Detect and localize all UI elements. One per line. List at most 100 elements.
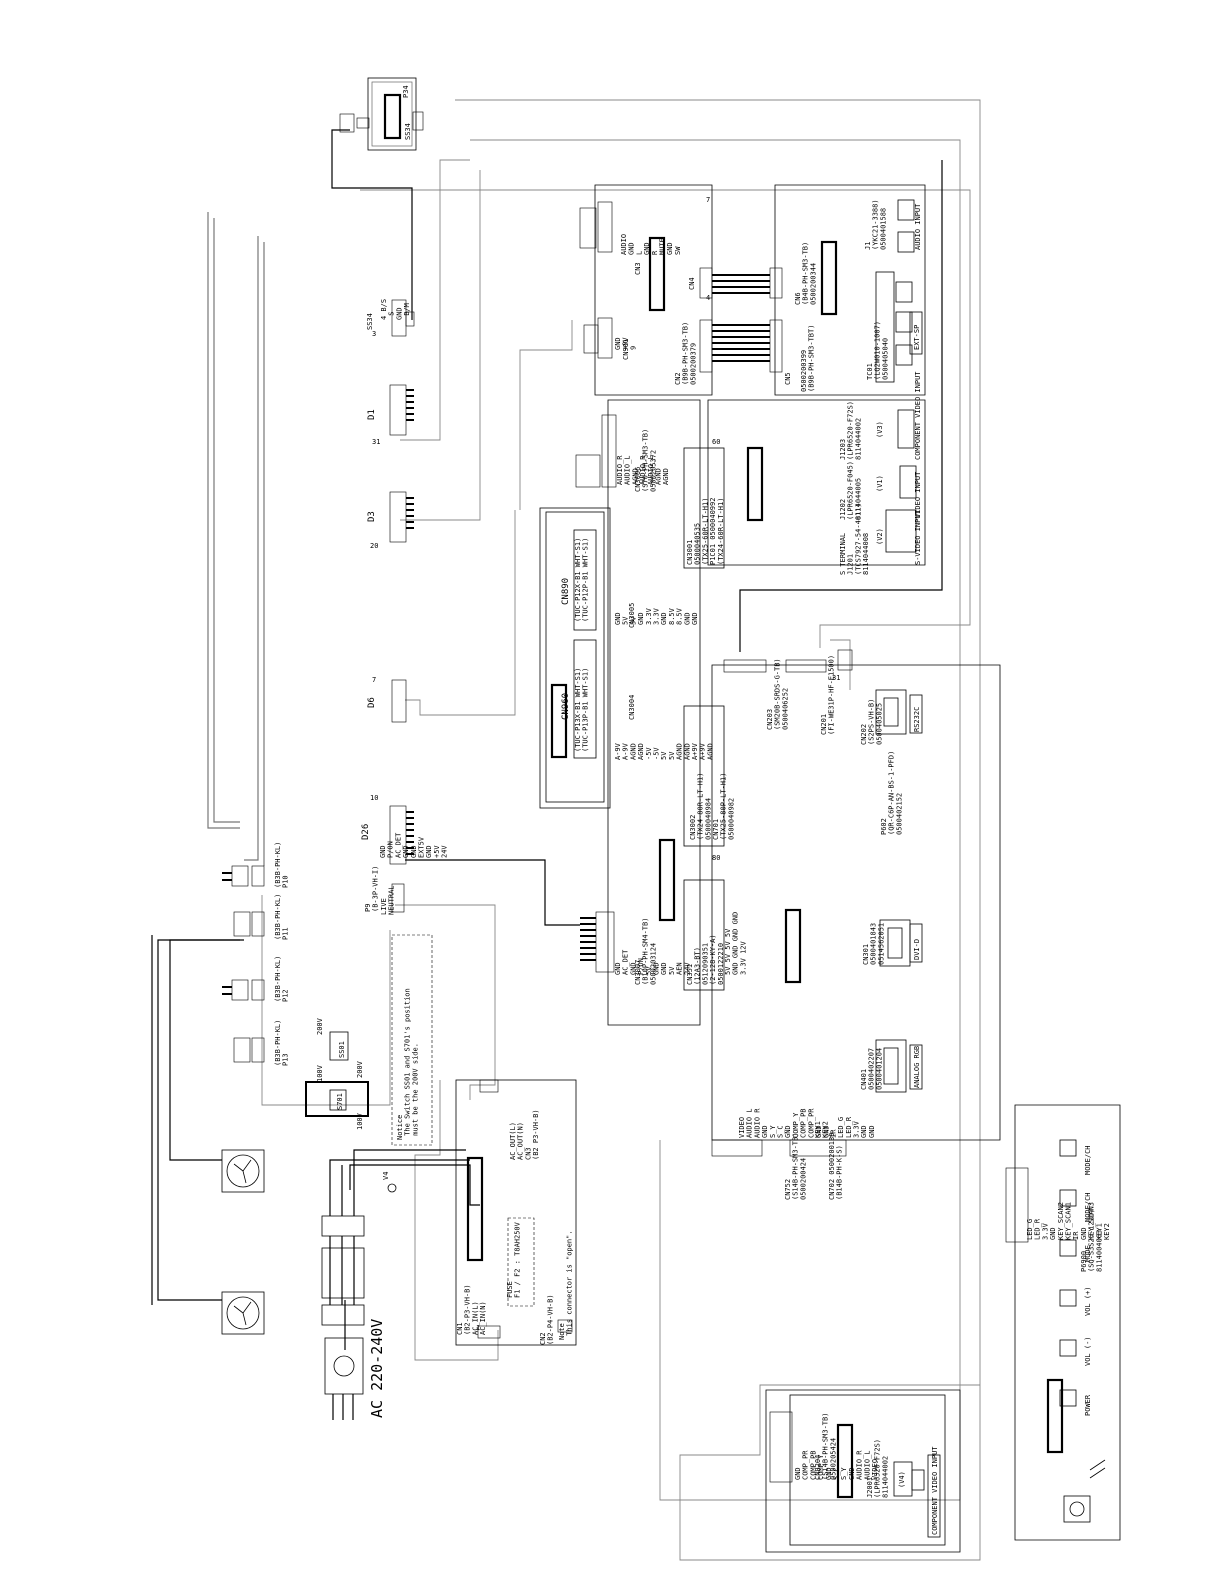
cn890-pins: (TUC-P12X-B1 WHT-S1)(TUC-P12P-B1 WHT-S1) <box>574 538 590 622</box>
mode-ch-button <box>1059 1139 1077 1157</box>
j1203-label: J1203(LPR6520-F72S)8114044002 <box>839 401 862 460</box>
p11-label: (B3B-PH-KL)P11 <box>274 894 290 940</box>
btn-vol-up-label: VOL (+) <box>1084 1286 1092 1316</box>
power-supply-board: AC_OUT(L)AC_OUT(N)CN3(B2 P3-VH-B) CN1(B2… <box>455 1079 577 1346</box>
cn3007-label: CN3007(B10P-PH-SM4-TB)0500203124 <box>634 918 657 985</box>
cn3001-label: CN30010500040535(TX25-60R-LT-H1)P1C01 05… <box>686 498 725 565</box>
d3-label: D3 <box>367 511 377 522</box>
p12-label: (B3B-PH-KL)P12 <box>274 956 290 1002</box>
cn351-label: CN351(12A3-BT)0512090351(2-128-KY-A)0500… <box>686 934 725 985</box>
dvi-label: DVI-D <box>913 939 921 960</box>
amplifier-board: CN5 CN6(B4B-PH-SM3-TB)0500200344 0500200… <box>769 184 926 396</box>
v100-label: 100V <box>316 1064 324 1082</box>
v4-label: V4 <box>382 1172 390 1180</box>
tc01-label: TC01(LQ2W010-1007)0500405040 <box>866 321 889 380</box>
p34-module: P34 SS34 <box>339 77 424 151</box>
main-board <box>658 664 1001 1141</box>
j1-label: J1(YKC21-3388)0500401588 <box>864 199 887 250</box>
cn3007-pins: GNDAC_DETGNDP/ON5VGNDGND5VAEN24V <box>614 949 691 975</box>
s-terminal-label: S TERMINALJ1201(TCS7927-54-4011)81140440… <box>839 503 870 575</box>
cn202-label: CN202(S2PS-VH-B)0500405025 <box>860 699 883 745</box>
p9-pins: LIVENEUTRAL <box>380 885 396 915</box>
component-input-board: GNDCOMP_PRCOMP_PBCOMP_YGNDS_CS_YGNDAUDIO… <box>765 1389 961 1553</box>
ss34-label: SS34 <box>366 313 374 330</box>
p-connectors: (B3B-PH-KL)P10 (B3B-PH-KL)P11 (B3B-PH-KL… <box>222 842 290 1066</box>
pin-7-label: 7 <box>372 676 376 684</box>
pin-7b-label: 7 <box>706 196 710 204</box>
pin-4b-label: 4 <box>706 294 710 302</box>
cn2-ps-label: CN2(B2-P4-VH-B) <box>539 1294 555 1345</box>
d1-label: D1 <box>367 409 377 420</box>
cn202-connector: CN202(S2PS-VH-B)0500405025 RS232C P602(Q… <box>860 689 923 835</box>
p9-connector: P9(B-3P-VH-I) LIVENEUTRAL <box>364 866 405 915</box>
vol-down-button <box>1059 1339 1077 1357</box>
cn960-pins: (TUC-P13X-B1 WHT-S1)(TUC-P13P-B1 WHT-S1) <box>574 668 590 752</box>
fan-icon <box>226 1154 260 1188</box>
cn4-label: CN4 <box>688 277 696 290</box>
mode-button-2 <box>1059 1189 1077 1207</box>
pin-3-label: 3 <box>372 330 376 338</box>
cn9204-label: CN9204(S14B-PH-SM3-TB)0500205424 <box>814 1413 837 1480</box>
pin-1-ps: 1 <box>476 1324 480 1332</box>
ss34-box-label: SS34 <box>404 123 412 140</box>
cn901-label: CN901 <box>622 339 630 360</box>
cn1-label: CN1(B2-P3-VH-B)AC_IN(L)AC_IN(N) <box>456 1284 487 1335</box>
d26-pins: GNDP/ONAC_DETGNDGNDEXT5VGND+5V24V <box>379 832 449 858</box>
cn301-connector: CN30105004018430514562051 DVI-D <box>862 919 923 967</box>
cn2-audio-label: CN2(B9B-PH-SM3-TB)0500200379 <box>674 322 697 385</box>
cn6-label: CN6(B4B-PH-SM3-TB)0500200344 <box>794 242 817 305</box>
cn2-note: Note This connector is "open". <box>558 1230 574 1340</box>
cn3005-pins: GND5V5VGND3.3V3.3VGND8.5V8.5VGNDGND <box>614 607 699 625</box>
cn901-pins: GND+9V9 <box>614 337 637 350</box>
analog-rgb-label: ANALOG RGB <box>913 1046 921 1088</box>
cn960-label: CN960 <box>561 693 571 720</box>
s-video-label: S-VIDEO INPUT <box>914 509 922 565</box>
grey-wire-group <box>207 99 981 1561</box>
j1202-label: J1202(LPR6520-F045)8114044005 <box>839 461 862 520</box>
audio-input-label: AUDIO INPUT <box>914 203 922 250</box>
component-video2-label: COMPONENT VIDEO INPUT <box>931 1446 939 1535</box>
cn3-ps-label: AC_OUT(L)AC_OUT(N)CN3(B2 P3-VH-B) <box>509 1109 540 1160</box>
ground-icon <box>387 1183 397 1193</box>
cn752-label: CN752(S14B-PH-SM3-TB)0500200424 <box>784 1133 807 1200</box>
ss01-label: SS01 <box>338 1041 346 1058</box>
p9-label: P9(B-3P-VH-I) <box>364 866 380 912</box>
cn701-label: CN701(TX25-80P-LT-H1)0500040982 <box>712 773 735 840</box>
p13-label: (B3B-PH-KL)P13 <box>274 1020 290 1066</box>
cn702-pins: KEY1KEY2IRLED_GLED_R3.3VGNDGND <box>814 1116 876 1138</box>
rs232-label: RS232C <box>913 707 921 732</box>
v2-label: (V2) <box>876 528 884 545</box>
pin-10-label: 10 <box>370 794 378 802</box>
input-terminal-board: J1203(LPR6520-F72S)8114044002 COMPONENT … <box>707 371 926 575</box>
p6900-label: P6900(SQ-S3S25-1210)8114004063 <box>1080 1209 1103 1272</box>
tuner-board: (TUC-P12X-B1 WHT-S1)(TUC-P12P-B1 WHT-S1)… <box>539 507 714 809</box>
p34-label: P34 <box>402 85 410 98</box>
cn3002-label: CN3002(TX24-80R-LT-H1)0500040984 <box>689 773 712 840</box>
video-input-label: VIDEO INPUT <box>914 471 922 518</box>
v4b-label: (V4) <box>898 1471 906 1488</box>
led-icon <box>1089 1459 1106 1479</box>
cn3005-label: CN3005 <box>628 603 636 628</box>
cn351-pins: 5V 5V 5V 5VGND GND GND GND3.3V 12V <box>724 912 747 975</box>
v200-label: 200V <box>316 1017 324 1035</box>
pin-31-label: 31 <box>372 438 380 446</box>
ac-input: AC 220-240V V4 <box>321 1149 470 1420</box>
cn203-label: CN203(SM20B-SRDS-G-TB)0500406252 <box>766 658 789 730</box>
audio-board: AUDIOGNDLGNDRMUTEGNDSW CN3 CN901 GND+9V9… <box>579 184 713 396</box>
s701-label: S701 <box>336 1093 344 1110</box>
cn702-label: CN702 0500200139(B14B-PH-K-S) <box>828 1133 844 1200</box>
cn3004-label: CN3004 <box>628 695 636 720</box>
cn-09b-label: 0500200399(B9B-PH-SM3-TBT) <box>800 325 816 392</box>
btn-power-label: POWER <box>1084 1394 1092 1416</box>
ac-input-label: AC 220-240V <box>368 1319 386 1418</box>
j2001-label: J2001(LPR6520-F72S)8114044002 <box>866 1439 889 1498</box>
vol-up-button <box>1059 1289 1077 1307</box>
audio-links <box>712 274 770 362</box>
cn890-label: CN890 <box>561 578 571 605</box>
cn3-audio-pins: AUDIOGNDLGNDRMUTEGNDSW <box>620 234 682 255</box>
front-control-board: LED_GLED_R3.3VGNDKEY_SCAN2KEY_SCAN1IRGND… <box>1005 1104 1121 1541</box>
video-board: CN3006(S70-PH-SM3-TB)0500205372 AUDIO_RA… <box>575 399 725 1026</box>
power-plug-icon <box>333 1355 355 1377</box>
cn3007-connector: CN3007(B10P-PH-SM4-TB)0500203124 GNDAC_D… <box>580 911 691 985</box>
cn3006-label: CN3006(S70-PH-SM3-TB)0500205372 <box>634 429 657 492</box>
